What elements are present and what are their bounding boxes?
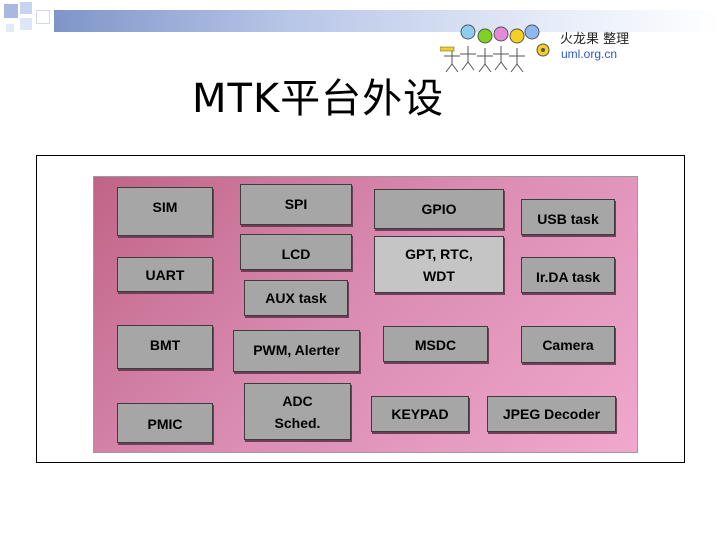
module-uart: UART [117,257,213,292]
module-sim: SIM [117,187,213,236]
module-keypad: KEYPAD [371,396,469,432]
module-pmic: PMIC [117,403,213,443]
module-camera: Camera [521,326,615,363]
module-lcd: LCD [240,234,352,270]
page-title: MTK平台外设 [192,76,445,122]
module-gpio: GPIO [374,189,504,229]
module-bmt: BMT [117,325,213,369]
module-adc-sched: ADC Sched. [244,383,351,440]
module-jpeg-decoder: JPEG Decoder [487,396,616,432]
corner-decoration-square [20,18,32,30]
logo-name: 火龙果 整理 [560,32,630,47]
module-irda-task: Ir.DA task [521,257,615,293]
module-msdc: MSDC [383,326,488,362]
module-gpt-rtc-wdt: GPT, RTC, WDT [374,236,504,293]
corner-decoration-square [4,4,18,18]
module-usb-task: USB task [521,199,615,235]
module-spi: SPI [240,184,352,225]
module-aux-task: AUX task [244,280,348,316]
module-pwm-alerter: PWM, Alerter [233,330,360,372]
header-gradient-bar [54,10,720,32]
corner-decoration-square [20,2,32,14]
logo-url: uml.org.cn [561,47,618,61]
corner-decoration-square [6,24,14,32]
corner-decoration-square [36,10,50,24]
logo-figures-icon [440,24,550,73]
